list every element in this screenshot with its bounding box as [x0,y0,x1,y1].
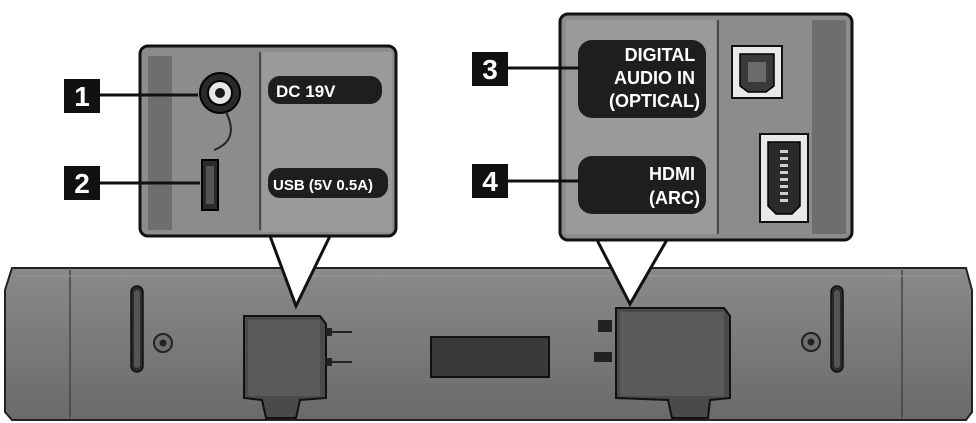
right-mount-slot [830,285,844,373]
dc-label-bg [268,76,382,104]
callout-number-4: 4 [482,166,498,197]
callout-badge-1: 1 [64,79,100,113]
left-zoom-box: DC 19V USB (5V 0.5A) [138,44,398,238]
right-connector-pocket [594,307,731,419]
callout-number-1: 1 [74,81,90,112]
left-mount-slot [130,285,144,373]
dc-power-port [199,72,241,151]
center-panel [430,336,550,378]
left-connector-pocket [243,315,352,419]
callout-badge-2: 2 [64,166,100,200]
hdmi-label: HDMI (ARC) [649,164,700,208]
optical-label-line-3: (OPTICAL) [609,91,700,111]
optical-label-line-2: AUDIO IN [614,68,695,88]
callout-badge-4: 4 [472,164,508,198]
callout-badge-3: 3 [472,52,508,86]
hdmi-label-line-1: HDMI [649,164,695,184]
hdmi-label-line-2: (ARC) [649,188,700,208]
hdmi-port [759,133,809,223]
callout-number-2: 2 [74,168,90,199]
usb-label-bg [268,168,388,198]
usb-port [201,159,219,211]
optical-label-bg [578,40,706,118]
dc-label: DC 19V [276,82,336,101]
right-screw-icon [801,332,821,352]
hdmi-label-bg [578,156,706,214]
optical-label: DIGITAL AUDIO IN (OPTICAL) [609,45,700,111]
optical-port [731,45,783,99]
usb-label: USB (5V 0.5A) [273,177,373,194]
right-zoom-box: DIGITAL AUDIO IN (OPTICAL) HDMI (ARC) [558,12,854,242]
callout-number-3: 3 [482,54,498,85]
left-screw-icon [153,333,173,353]
optical-label-line-1: DIGITAL [625,45,696,65]
